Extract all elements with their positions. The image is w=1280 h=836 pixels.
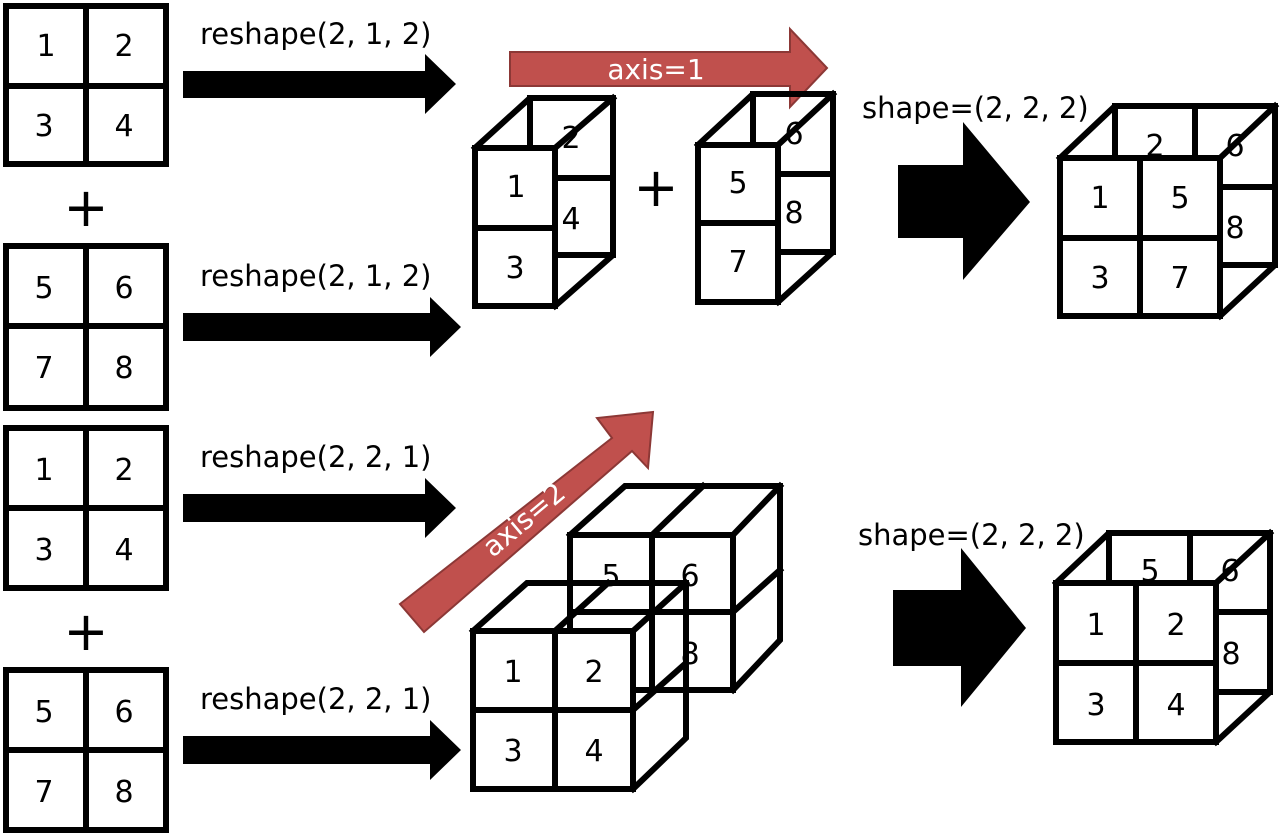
cube-cell: 1 (503, 655, 522, 690)
cube-cell: 6 (1225, 129, 1244, 164)
cube-top-left: 1 3 2 4 (470, 93, 618, 311)
matrix-cell: 1 (36, 29, 55, 64)
matrix-cell: 3 (34, 109, 53, 144)
right-arrow-icon (183, 720, 461, 780)
matrix-cell: 4 (114, 533, 133, 568)
cube-cell: 6 (1220, 554, 1239, 589)
cube-cell: 2 (584, 655, 603, 690)
cube-bottom-result: 5 6 1 2 3 4 8 (1051, 528, 1275, 747)
cube-cell: 4 (584, 734, 603, 769)
cube-cell: 2 (1166, 608, 1185, 643)
shape-label: shape=(2, 2, 2) (862, 91, 1089, 125)
matrix-cell: 1 (34, 453, 53, 488)
input-matrix-3: 1 2 3 4 (3, 425, 169, 591)
plus-symbol: + (633, 156, 678, 219)
reshape-label: reshape(2, 2, 1) (200, 682, 432, 716)
axis-label: axis=2 (476, 476, 572, 564)
reshape-label: reshape(2, 2, 1) (200, 440, 432, 474)
plus-symbol: + (63, 176, 108, 239)
cube-cell: 1 (1086, 608, 1105, 643)
input-matrix-4: 5 6 7 8 (3, 667, 169, 833)
input-matrix-1: 1 2 3 4 (3, 3, 169, 167)
cube-cell: 4 (561, 202, 580, 237)
matrix-cell: 2 (114, 453, 133, 488)
result-arrow-icon (893, 548, 1026, 707)
cube-cell: 6 (784, 117, 803, 152)
cube-cell: 8 (784, 196, 803, 231)
cube-cell: 3 (1086, 688, 1105, 723)
cube-cell: 3 (1090, 261, 1109, 296)
cube-bottom-front: 1 2 3 4 (468, 578, 691, 794)
matrix-cell: 4 (114, 109, 133, 144)
cube-cell: 1 (1090, 181, 1109, 216)
matrix-cell: 7 (34, 351, 53, 386)
axis-arrow-icon (398, 410, 655, 634)
reshape-arrow-1: reshape(2, 1, 2) (183, 17, 456, 114)
cube-cell: 5 (728, 166, 747, 201)
reshape-arrow-2: reshape(2, 1, 2) (183, 259, 461, 357)
matrix-cell: 5 (34, 695, 53, 730)
matrix-cell: 8 (114, 351, 133, 386)
matrix-cell: 8 (114, 775, 133, 810)
cube-cell: 4 (1166, 688, 1185, 723)
matrix-cell: 6 (114, 271, 133, 306)
input-matrix-2: 5 6 7 8 (3, 243, 169, 411)
cube-cell: 5 (1170, 181, 1189, 216)
right-arrow-icon (183, 54, 456, 114)
right-arrow-icon (183, 297, 461, 357)
cube-top-result: 2 6 1 5 3 7 8 (1055, 101, 1280, 321)
axis-arrow-icon (509, 26, 829, 110)
axis-1-banner: axis=1 (509, 26, 829, 110)
cube-cell: 3 (503, 734, 522, 769)
cube-cell: 8 (1225, 211, 1244, 246)
cube-cell: 7 (728, 245, 747, 280)
matrix-cell: 2 (114, 29, 133, 64)
cube-cell: 2 (561, 121, 580, 156)
cube-cell: 3 (505, 251, 524, 286)
reshape-arrow-3: reshape(2, 2, 1) (183, 440, 456, 538)
cube-cell: 1 (506, 170, 525, 205)
matrix-cell: 3 (34, 533, 53, 568)
plus-symbol: + (63, 600, 108, 663)
reshape-label: reshape(2, 1, 2) (200, 17, 432, 51)
right-arrow-icon (183, 478, 456, 538)
axis-label: axis=1 (607, 53, 704, 86)
reshape-arrow-4: reshape(2, 2, 1) (183, 682, 461, 780)
matrix-cell: 6 (114, 695, 133, 730)
shape-label: shape=(2, 2, 2) (858, 518, 1085, 552)
cube-cell: 7 (1170, 261, 1189, 296)
cube-top-right: 5 7 6 8 (693, 89, 838, 307)
matrix-cell: 5 (34, 271, 53, 306)
result-arrow-icon (898, 122, 1030, 280)
reshape-label: reshape(2, 1, 2) (200, 259, 432, 293)
matrix-cell: 7 (34, 775, 53, 810)
cube-cell: 8 (1221, 637, 1240, 672)
